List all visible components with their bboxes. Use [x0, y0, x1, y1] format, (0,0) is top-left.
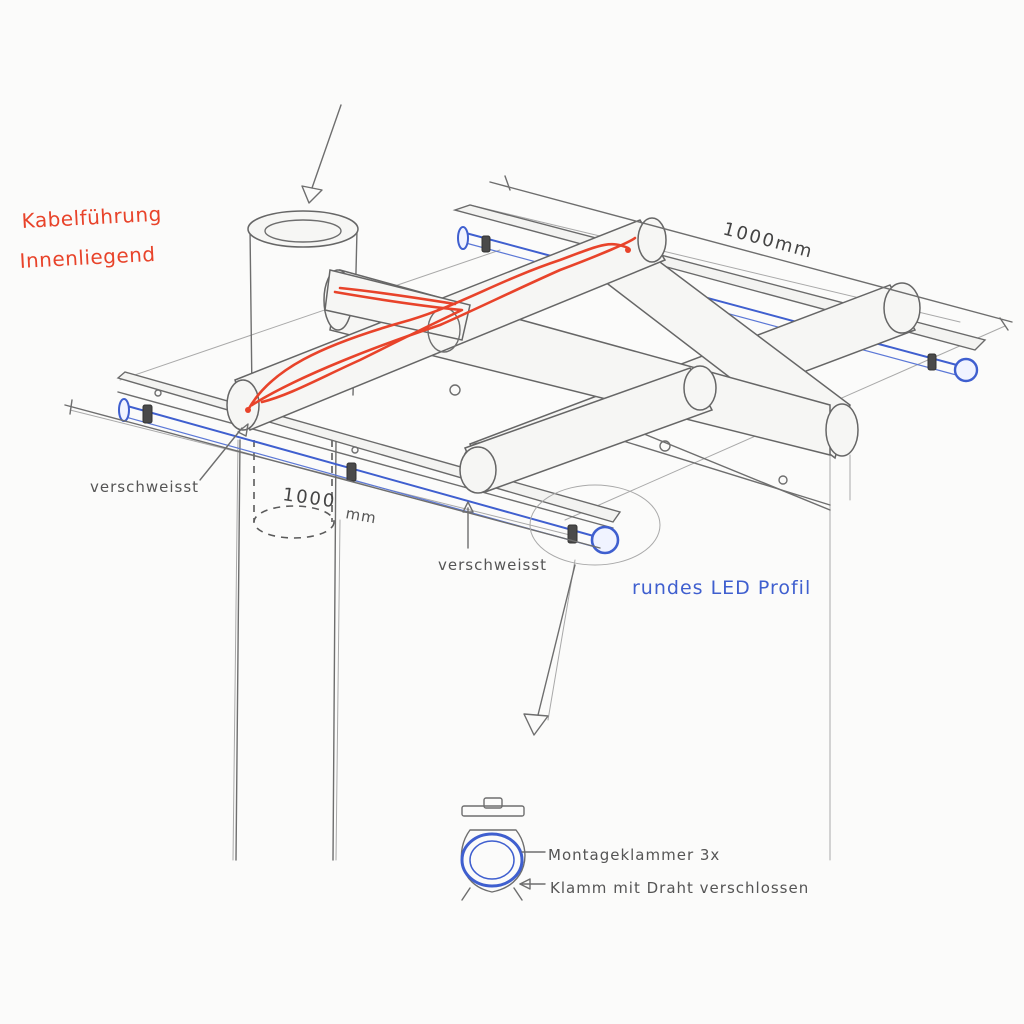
- weld-leaders: [199, 423, 474, 549]
- welded-right-label: verschweisst: [438, 556, 547, 574]
- dimension-front-label-line1: 1000: [281, 484, 337, 512]
- arrow-top: [301, 104, 342, 204]
- mounting-clip-label: Montageklammer 3x: [548, 846, 720, 864]
- front-tube-center: [459, 365, 717, 494]
- led-end-highlight: [529, 484, 661, 566]
- dimension-top: [489, 175, 1013, 331]
- welded-left-label: verschweisst: [90, 478, 199, 496]
- cable-routing-label-line2: Innenliegend: [19, 242, 156, 273]
- clip-detail: [460, 797, 546, 901]
- arrow-detail: [523, 564, 576, 736]
- clip-closure-label: Klamm mit Draht verschlossen: [550, 879, 809, 897]
- post: [235, 210, 359, 861]
- dimension-front-label-line2: mm: [344, 504, 378, 527]
- led-profile-label: rundes LED Profil: [632, 577, 811, 599]
- cable-routing-label-line1: Kabelführung: [21, 202, 162, 233]
- cable-routing: [245, 236, 637, 413]
- dimension-front: [64, 399, 601, 549]
